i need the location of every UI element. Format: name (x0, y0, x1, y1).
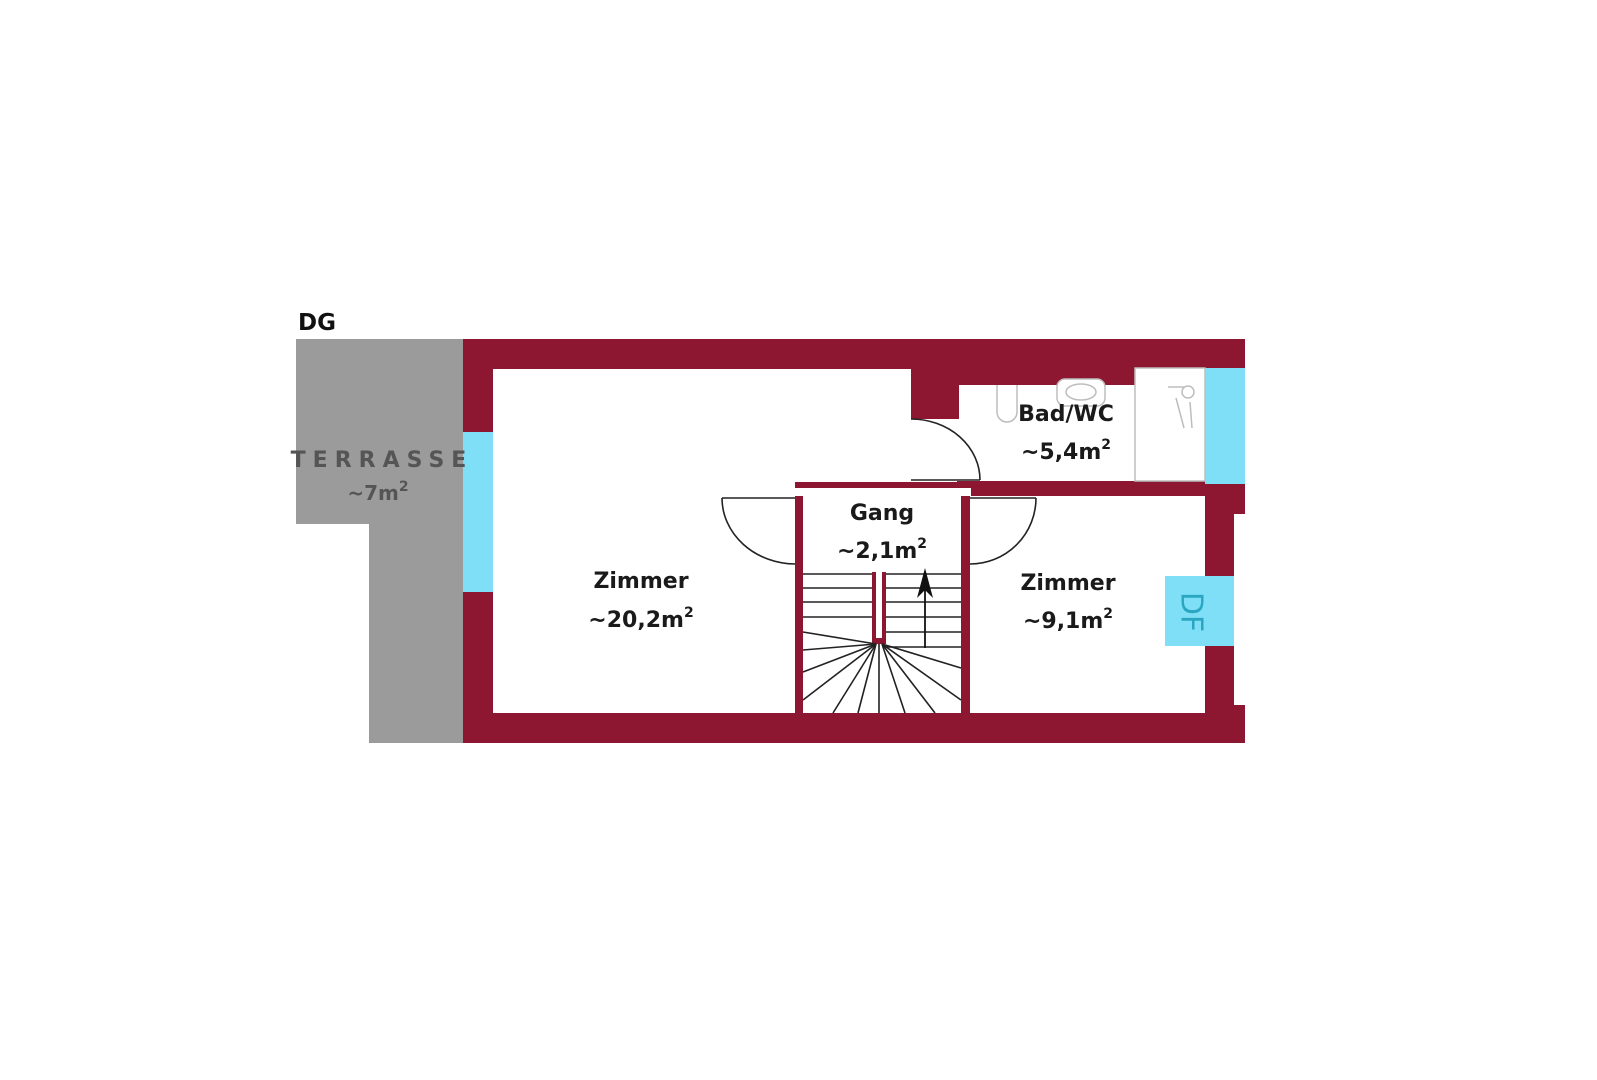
window-west (463, 432, 493, 592)
room-area-gang: ~2,1m2 (837, 536, 927, 564)
stair-center-core (876, 572, 882, 638)
window-east-bath (1205, 368, 1245, 484)
room-label-gang: Gang (850, 501, 914, 526)
terrace-label: TERRASSE (291, 448, 474, 473)
room-zimmer-large (493, 369, 957, 713)
toilet-icon (996, 385, 1018, 423)
shower-head-icon (1181, 385, 1195, 399)
room-area-zimmer-large: ~20,2m2 (588, 605, 693, 633)
dachfenster-label: DF (1174, 592, 1209, 632)
floor-label: DG (298, 310, 336, 336)
stair-arrow-icon (917, 568, 933, 648)
room-bad-wc (911, 368, 1205, 481)
wall-notch (1234, 514, 1245, 705)
dachfenster (1165, 576, 1234, 646)
terrace-area-label: ~7m2 (347, 479, 408, 505)
room-label-bad-wc: Bad/WC (1018, 402, 1114, 427)
room-label-zimmer-small: Zimmer (1020, 571, 1115, 596)
gang-top-strip (795, 488, 971, 496)
stair-treads (802, 573, 962, 714)
room-area-zimmer-small: ~9,1m2 (1023, 606, 1113, 634)
room-area-bad-wc: ~5,4m2 (1021, 437, 1111, 465)
bath-fixtures (996, 367, 1206, 482)
shower-tray (1134, 367, 1206, 482)
room-label-zimmer-large: Zimmer (593, 569, 688, 594)
terrace-area (296, 339, 463, 743)
